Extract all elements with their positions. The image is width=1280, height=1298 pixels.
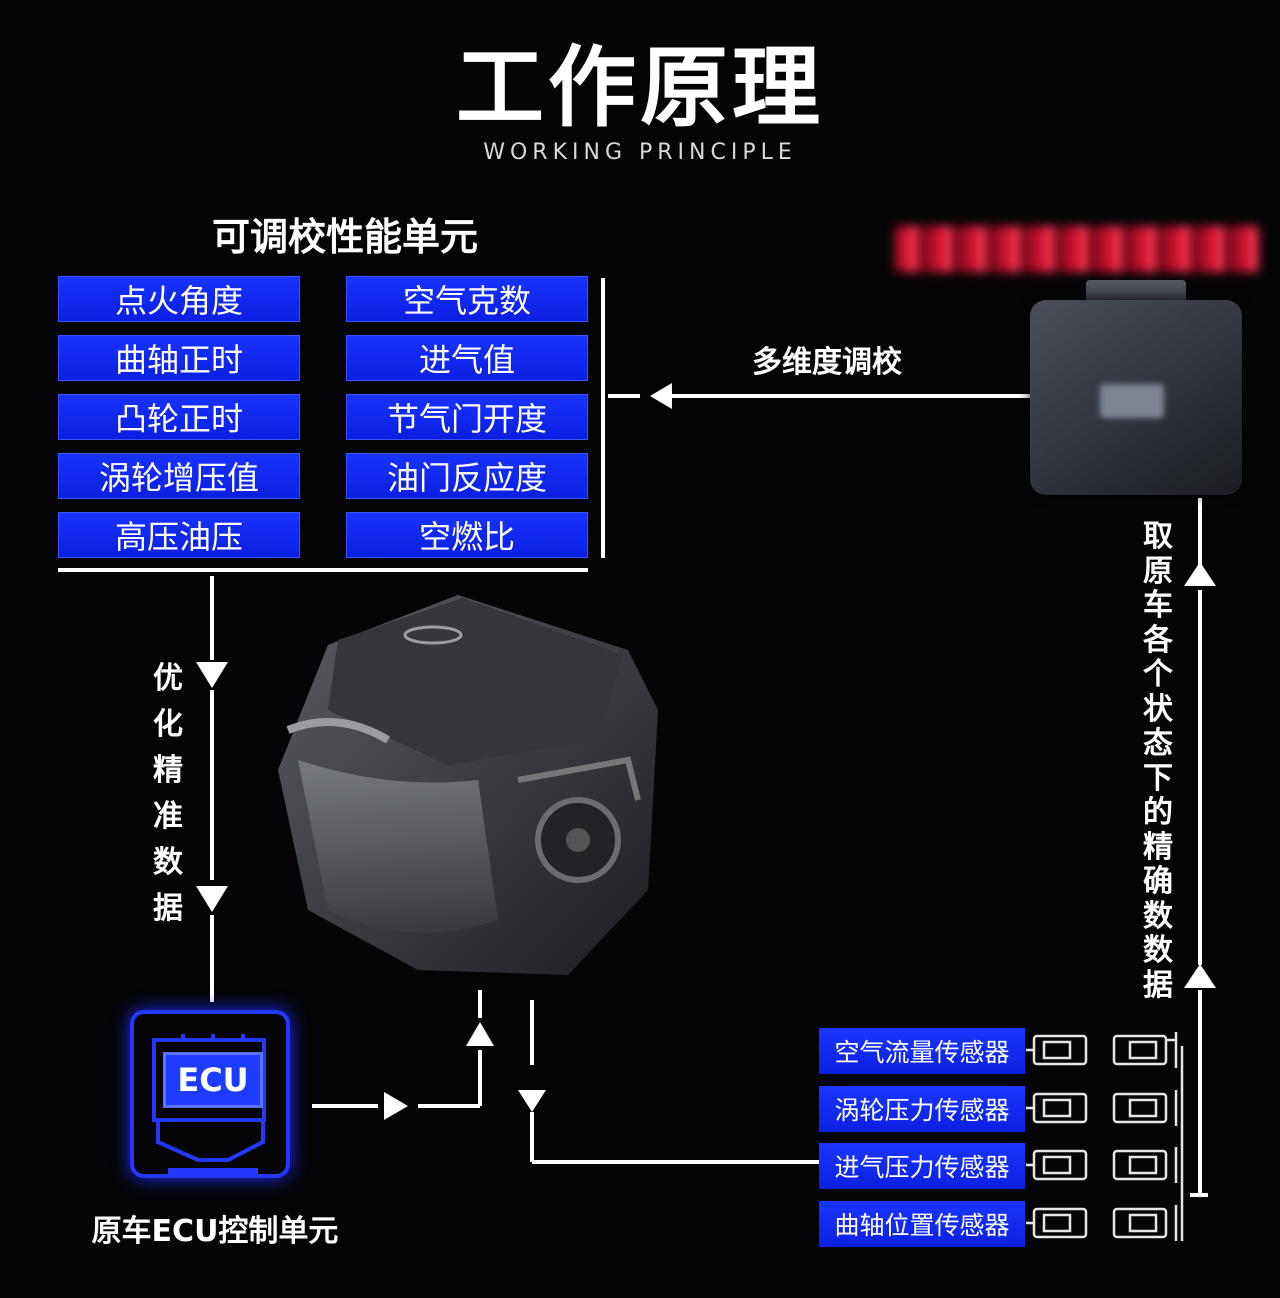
optimize-label: 优化精准数据: [148, 656, 188, 932]
tunable-unit-title: 可调校性能单元: [211, 215, 478, 259]
ecu-chip-label: ECU: [163, 1052, 263, 1108]
param-fuel-pressure: 高压油压: [58, 512, 300, 558]
ecu-chip-icon: [152, 1034, 266, 1178]
multi-tune-label: 多维度调校: [752, 345, 902, 380]
connector-icon: [1026, 1205, 1178, 1241]
connector-icon: [1026, 1090, 1178, 1126]
sensor-crank-position: 曲轴位置传感器: [819, 1201, 1025, 1247]
device-logo-blurred: [1100, 384, 1164, 418]
param-intake-value: 进气值: [346, 335, 588, 381]
blurred-brand-text: [895, 226, 1260, 272]
param-crank-timing: 曲轴正时: [58, 335, 300, 381]
param-cam-timing: 凸轮正时: [58, 394, 300, 440]
collect-label: 取原车各个状态下的精确数数据: [1138, 519, 1178, 1003]
page-subtitle: WORKING PRINCIPLE: [483, 140, 797, 165]
sensor-intake-pressure: 进气压力传感器: [819, 1143, 1025, 1189]
sensor-air-flow: 空气流量传感器: [819, 1028, 1025, 1074]
connector-icons: [1026, 1032, 1184, 1241]
engine-image: [278, 595, 658, 975]
param-air-fuel-ratio: 空燃比: [346, 512, 588, 558]
param-throttle-opening: 节气门开度: [346, 394, 588, 440]
param-boost-value: 涡轮增压值: [58, 453, 300, 499]
param-air-grams: 空气克数: [346, 276, 588, 322]
sensor-turbo-pressure: 涡轮压力传感器: [819, 1086, 1025, 1132]
param-ignition-angle: 点火角度: [58, 276, 300, 322]
arrow-icon: [196, 383, 1216, 1120]
connector-icon: [1026, 1032, 1178, 1068]
ecu-caption: 原车ECU控制单元: [91, 1214, 339, 1249]
optimize-label-text: 优化精准数据: [153, 661, 183, 926]
connector-icon: [1026, 1147, 1178, 1183]
page-title: 工作原理: [455, 36, 824, 139]
param-pedal-response: 油门反应度: [346, 453, 588, 499]
collect-label-text: 取原车各个状态下的精确数数据: [1143, 519, 1173, 1003]
